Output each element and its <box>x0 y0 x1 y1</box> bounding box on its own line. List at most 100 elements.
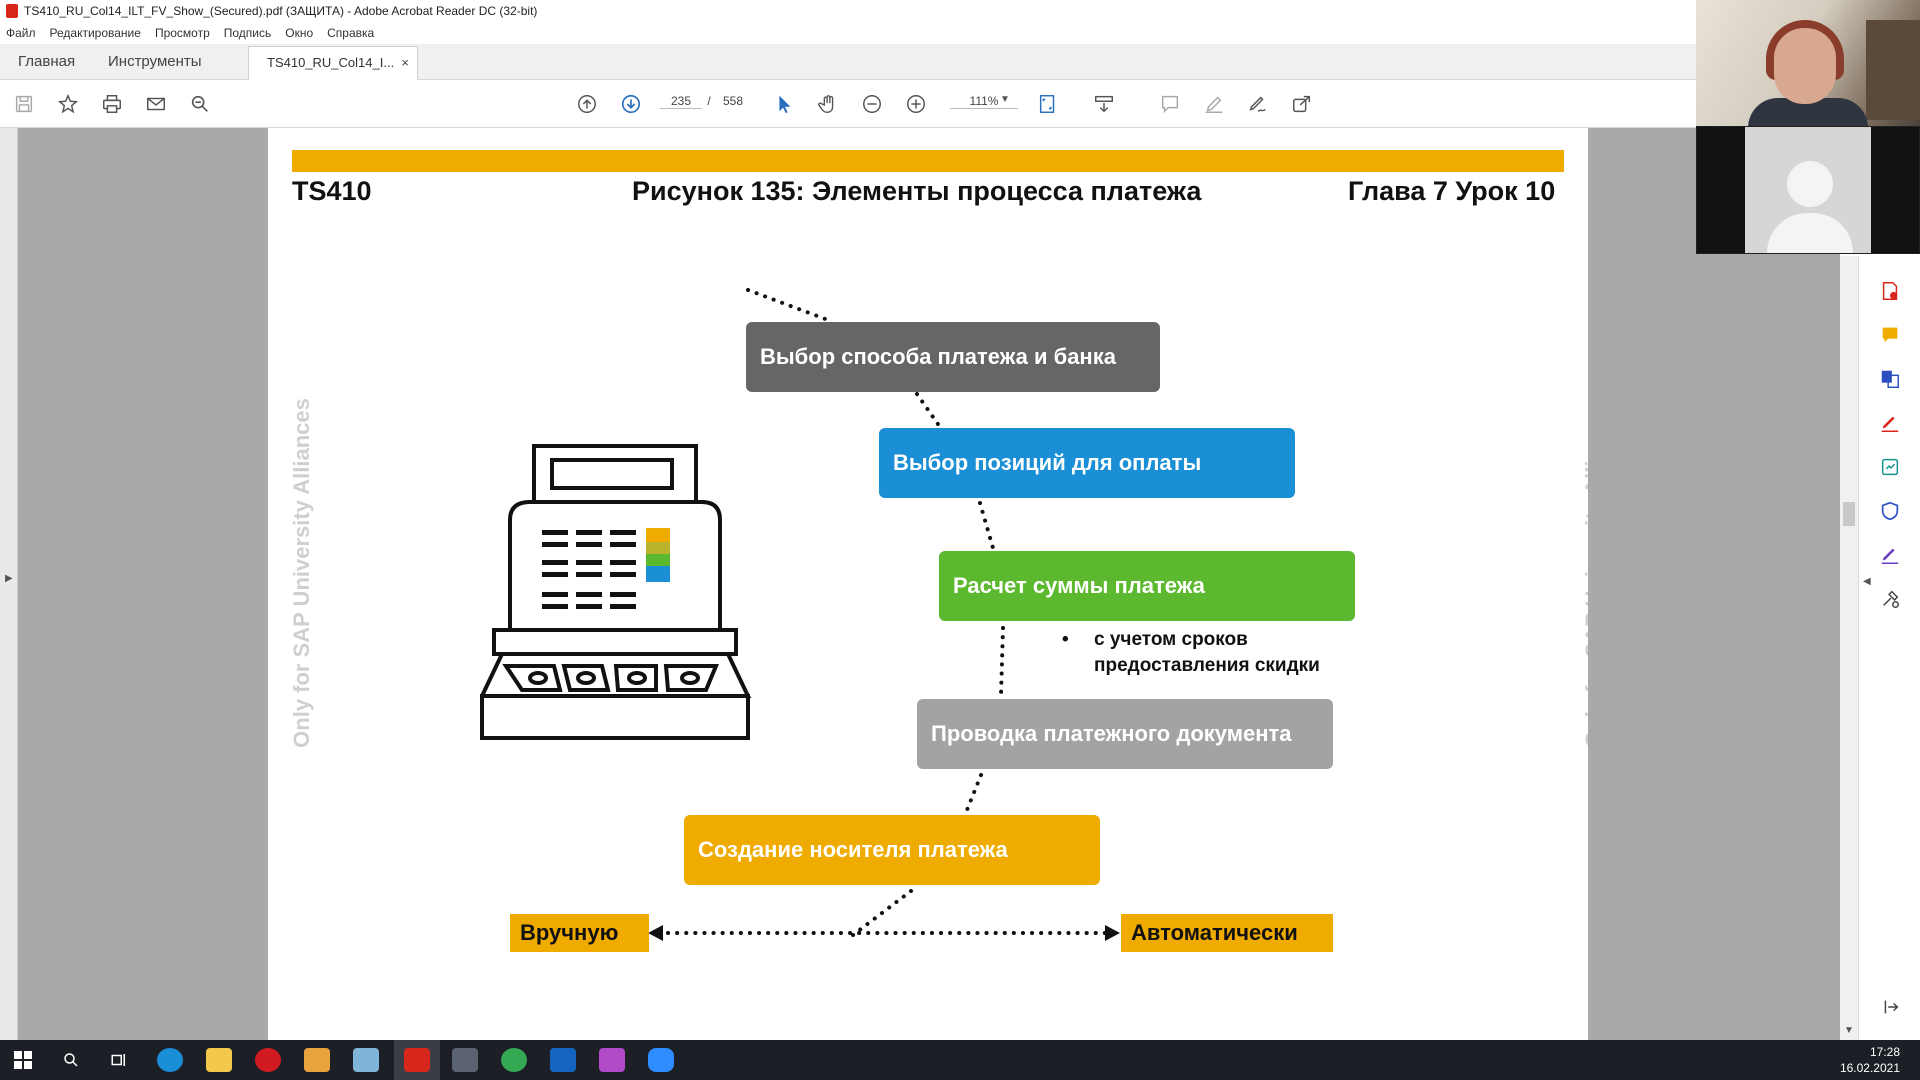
menu-window[interactable]: Окно <box>285 26 314 40</box>
background-shelf <box>1866 20 1920 120</box>
menu-sign[interactable]: Подпись <box>223 26 272 40</box>
tile-border-right <box>1871 127 1919 253</box>
pdf-page: TS410 Рисунок 135: Элементы процесса пла… <box>268 128 1588 1040</box>
chrome-icon[interactable] <box>501 1048 527 1072</box>
sign-icon[interactable] <box>1246 92 1270 116</box>
slide-accent-bar <box>292 150 1564 172</box>
search-icon[interactable] <box>188 92 212 116</box>
hand-icon[interactable] <box>816 92 840 116</box>
vertical-scrollbar[interactable]: ▼ <box>1840 256 1858 1040</box>
step-post-document-label: Проводка платежного документа <box>931 721 1292 746</box>
share-icon[interactable] <box>1290 92 1314 116</box>
pdf-file-icon <box>6 4 18 18</box>
zoom-icon[interactable] <box>648 1048 674 1072</box>
comment-icon[interactable] <box>1158 92 1182 116</box>
tile-border-left <box>1697 127 1745 253</box>
bullet-line-2: предоставления скидки <box>1094 655 1320 676</box>
process-connectors <box>648 288 1120 941</box>
zoom-out-icon[interactable] <box>860 92 884 116</box>
page-total: 558 <box>722 94 744 108</box>
zoom-in-icon[interactable] <box>904 92 928 116</box>
window-title: TS410_RU_Col14_ILT_FV_Show_(Secured).pdf… <box>24 4 538 18</box>
outlook-icon[interactable] <box>550 1048 576 1072</box>
step-calc-amount: Расчет суммы платежа <box>939 551 1355 621</box>
menu-bar: Файл Редактирование Просмотр Подпись Окн… <box>0 22 1696 44</box>
tools-pane: ◀ <box>1858 256 1920 1040</box>
zoom-level-select[interactable]: 111% <box>950 94 1018 109</box>
mail-icon[interactable] <box>144 92 168 116</box>
page-down-icon[interactable] <box>619 92 643 116</box>
window-titlebar: TS410_RU_Col14_ILT_FV_Show_(Secured).pdf… <box>0 0 1696 22</box>
tab-document-label: TS410_RU_Col14_I... <box>267 55 395 70</box>
collapse-tools-pane-icon[interactable]: ◀ <box>1863 576 1871 587</box>
toolbar: 235 / 558 111% ▼ <box>0 80 1696 128</box>
scroll-mode-icon[interactable] <box>1092 92 1116 116</box>
automatic-label: Автоматически <box>1121 914 1333 952</box>
video-tile-presenter[interactable] <box>1696 0 1920 138</box>
acrobat-icon[interactable] <box>404 1048 430 1072</box>
menu-file[interactable]: Файл <box>6 26 36 40</box>
clock-time: 17:28 <box>1869 1045 1900 1059</box>
manual-label: Вручную <box>510 914 649 952</box>
fit-page-icon[interactable] <box>1036 92 1060 116</box>
clock-date: 16.02.2021 <box>1839 1061 1900 1075</box>
step-calc-amount-label: Расчет суммы платежа <box>953 573 1205 598</box>
notes-icon[interactable] <box>353 1048 379 1072</box>
bullet-marker: • <box>1062 629 1069 650</box>
search-icon[interactable] <box>58 1048 84 1072</box>
app-icon[interactable] <box>304 1048 330 1072</box>
slide-title: Рисунок 135: Элементы процесса платежа <box>632 176 1202 206</box>
expand-left-pane-icon[interactable]: ▶ <box>5 573 13 584</box>
step-create-medium-label: Создание носителя платежа <box>698 837 1008 862</box>
collapse-panel-icon[interactable] <box>1879 996 1901 1018</box>
send-review-icon[interactable] <box>1879 456 1901 478</box>
edit-pdf-icon[interactable] <box>1879 544 1901 566</box>
print-icon[interactable] <box>100 92 124 116</box>
comment-tool-icon[interactable] <box>1879 324 1901 346</box>
avatar-head <box>1787 161 1833 207</box>
windows-start-icon[interactable] <box>10 1048 36 1072</box>
step-post-document: Проводка платежного документа <box>917 699 1333 769</box>
fill-sign-icon[interactable] <box>1879 412 1901 434</box>
star-icon[interactable] <box>56 92 80 116</box>
windows-taskbar: 17:28 16.02.2021 <box>0 1040 1920 1080</box>
combine-files-icon[interactable] <box>1879 368 1901 390</box>
presenter-face <box>1774 28 1836 104</box>
menu-view[interactable]: Просмотр <box>154 26 210 40</box>
page-number-input[interactable]: 235 <box>660 94 702 109</box>
calculator-icon[interactable] <box>452 1048 478 1072</box>
step-payment-method-label: Выбор способа платежа и банка <box>760 344 1116 369</box>
scroll-down-icon[interactable]: ▼ <box>1844 1025 1854 1036</box>
menu-edit[interactable]: Редактирование <box>49 26 141 40</box>
taskbar-clock[interactable]: 17:28 16.02.2021 <box>1840 1044 1900 1076</box>
cash-register-icon <box>480 444 752 740</box>
highlight-icon[interactable] <box>1202 92 1226 116</box>
left-navigation-pane[interactable]: ▶ <box>0 128 18 1040</box>
more-tools-icon[interactable] <box>1879 588 1901 610</box>
page-separator: / <box>707 94 711 108</box>
app-icon[interactable] <box>599 1048 625 1072</box>
zoom-dropdown-icon[interactable]: ▼ <box>1000 94 1010 105</box>
opera-icon[interactable] <box>255 1048 281 1072</box>
page-up-icon[interactable] <box>575 92 599 116</box>
save-icon[interactable] <box>12 92 36 116</box>
step-payment-method: Выбор способа платежа и банка <box>746 322 1160 392</box>
explorer-icon[interactable] <box>206 1048 232 1072</box>
tab-tools[interactable]: Инструменты <box>108 53 202 70</box>
slide-course-code: TS410 <box>292 176 372 206</box>
task-view-icon[interactable] <box>106 1048 132 1072</box>
edge-icon[interactable] <box>157 1048 183 1072</box>
close-tab-icon[interactable]: × <box>401 55 409 70</box>
protect-icon[interactable] <box>1879 500 1901 522</box>
scrollbar-thumb[interactable] <box>1843 502 1855 526</box>
menu-help[interactable]: Справка <box>327 26 375 40</box>
select-cursor-icon[interactable] <box>772 92 796 116</box>
tab-bar: Главная Инструменты TS410_RU_Col14_I... … <box>0 44 1696 80</box>
step-create-medium: Создание носителя платежа <box>684 815 1100 885</box>
export-pdf-icon[interactable] <box>1879 280 1901 302</box>
step-select-items-label: Выбор позиций для оплаты <box>893 450 1202 475</box>
step-select-items: Выбор позиций для оплаты <box>879 428 1295 498</box>
tab-document[interactable]: TS410_RU_Col14_I... × <box>248 46 418 80</box>
video-tile-participant[interactable] <box>1696 126 1920 254</box>
tab-home[interactable]: Главная <box>18 53 76 70</box>
